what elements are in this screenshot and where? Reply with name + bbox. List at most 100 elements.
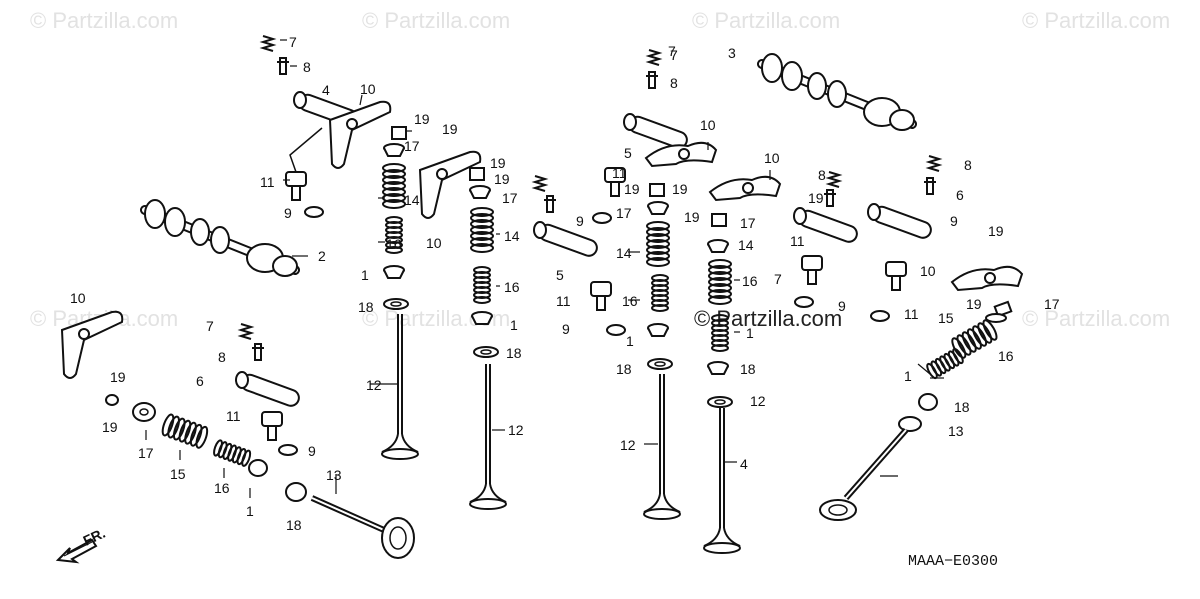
valve-spring-outer [708,259,732,305]
callout-number: 9 [576,213,584,229]
pin [276,57,290,75]
valve-spring-small [534,175,546,192]
valve-spring-small [648,49,660,66]
callout-number: 2 [318,248,326,264]
lash-adjuster [885,261,907,291]
shim [606,324,626,336]
callout-number: 18 [506,345,522,361]
callout-number: 8 [818,167,826,183]
callout-number: 10 [360,81,376,97]
camshaft [145,200,297,276]
callout-number: 19 [672,181,688,197]
callout-number: 9 [562,321,570,337]
rocker-arm [419,150,482,219]
rocker-arm [709,175,781,201]
valve-spring-outer [470,207,494,253]
valve-spring-outer [382,163,406,209]
valve-seal [707,361,729,375]
callout-number: 6 [196,373,204,389]
pin [543,195,557,213]
callout-number: 9 [950,213,958,229]
callout-number: 8 [303,59,311,75]
valve [469,363,507,510]
callout-number: 4 [322,82,330,98]
shim [304,206,324,218]
callout-number: 14 [404,192,420,208]
callout-number: 5 [624,145,632,161]
callout-number: 17 [1044,296,1060,312]
callout-number: 16 [386,236,402,252]
shim [592,212,612,224]
valve [381,313,419,460]
callout-number: 18 [616,361,632,377]
callout-number: 9 [838,298,846,314]
callout-number: 9 [284,205,292,221]
callout-number: 19 [808,190,824,206]
callout-number: 18 [358,299,374,315]
valve-spring-inner [651,274,669,312]
camshaft [762,54,914,130]
lash-adjuster [261,411,283,441]
spring-seat [707,396,733,408]
callout-number: 12 [366,377,382,393]
callout-number: 11 [260,174,275,190]
callout-number: 1 [904,368,912,384]
valve-spring-outer [159,412,211,451]
callout-number: 10 [70,290,86,306]
spring-seat [383,298,409,310]
pin [645,71,659,89]
callout-number: 16 [742,273,758,289]
callout-number: 19 [624,181,640,197]
pin [923,177,937,195]
callout-number: 8 [670,75,678,91]
callout-number: 12 [620,437,636,453]
valve-seal [647,323,669,337]
callout-number: 19 [442,121,458,137]
callout-number: 10 [426,235,442,251]
lash-adjuster [590,281,612,311]
valve-spring-inner [211,438,253,468]
callout-number: 9 [308,443,316,459]
watermark: © Partzilla.com [30,8,179,33]
callout-number: 18 [740,361,756,377]
callout-number: 8 [964,157,972,173]
callout-number: 19 [102,419,118,435]
callout-number: 11 [556,293,571,309]
valve-spring-outer [646,221,670,267]
diagram-code: MAAA−E0300 [908,553,999,570]
callout-number: 7 [670,47,678,63]
watermark: © Partzilla.com [1022,306,1171,331]
callout-number: 1 [626,333,634,349]
callout-number: 19 [414,111,430,127]
callout-number: 11 [790,233,805,249]
callout-number: 1 [246,503,254,519]
rocker-arm-shaft [533,221,601,260]
callout-number: 16 [998,348,1014,364]
spring-retainer [383,143,405,157]
callout-number: 18 [286,517,302,533]
callout-number: 10 [700,117,716,133]
callout-number: 13 [326,467,342,483]
callout-number: 18 [954,399,970,415]
rocker-arm [645,141,717,167]
valve-spring-outer [948,317,1000,361]
spring-retainer [469,185,491,199]
valve-seal [383,265,405,279]
callout-number: 19 [966,296,982,312]
callout-number: 14 [616,245,632,261]
valve [703,407,741,554]
spring-seat [647,358,673,370]
spring-seat [473,346,499,358]
callout-number: 14 [504,228,520,244]
pin [823,189,837,207]
callout-number: 14 [738,237,754,253]
callout-number: 12 [508,422,524,438]
rocker-arm-shaft [867,203,935,242]
callout-number: 19 [490,155,506,171]
callout-number: 17 [138,445,154,461]
callout-number: 17 [502,190,518,206]
callout-number: 1 [361,267,369,283]
